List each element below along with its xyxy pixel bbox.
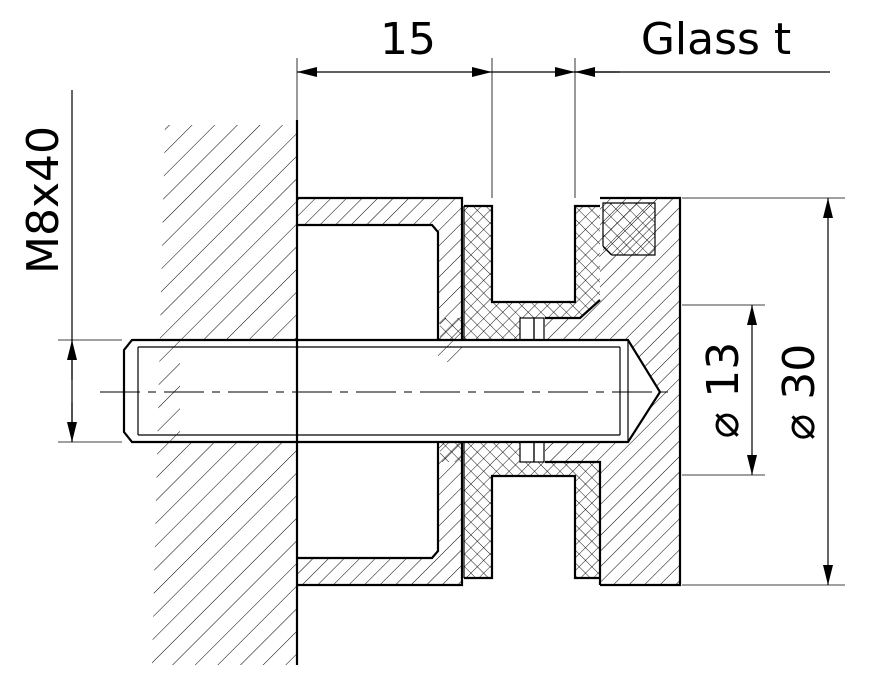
dimension-dia-30: ⌀ 30 [682,197,845,586]
cap-head [545,196,682,587]
gasket-upper [440,204,600,340]
dimension-bolt: M8x40 [18,90,122,443]
sleeve-lower [297,442,464,587]
sleeve-upper [297,196,464,362]
dim-13-label: ⌀ 13 [698,342,749,438]
dimension-15: 15 [296,14,493,198]
wall [152,120,299,665]
gasket-lower [440,442,600,580]
dim-bolt-label: M8x40 [18,126,69,274]
dim-glass-label: Glass t [641,14,791,65]
dimension-glass-thickness: Glass t [492,14,830,198]
dimension-dia-13: ⌀ 13 [682,304,765,476]
dim-30-label: ⌀ 30 [774,344,825,440]
dim-15-label: 15 [380,14,436,65]
bolt [122,338,662,444]
